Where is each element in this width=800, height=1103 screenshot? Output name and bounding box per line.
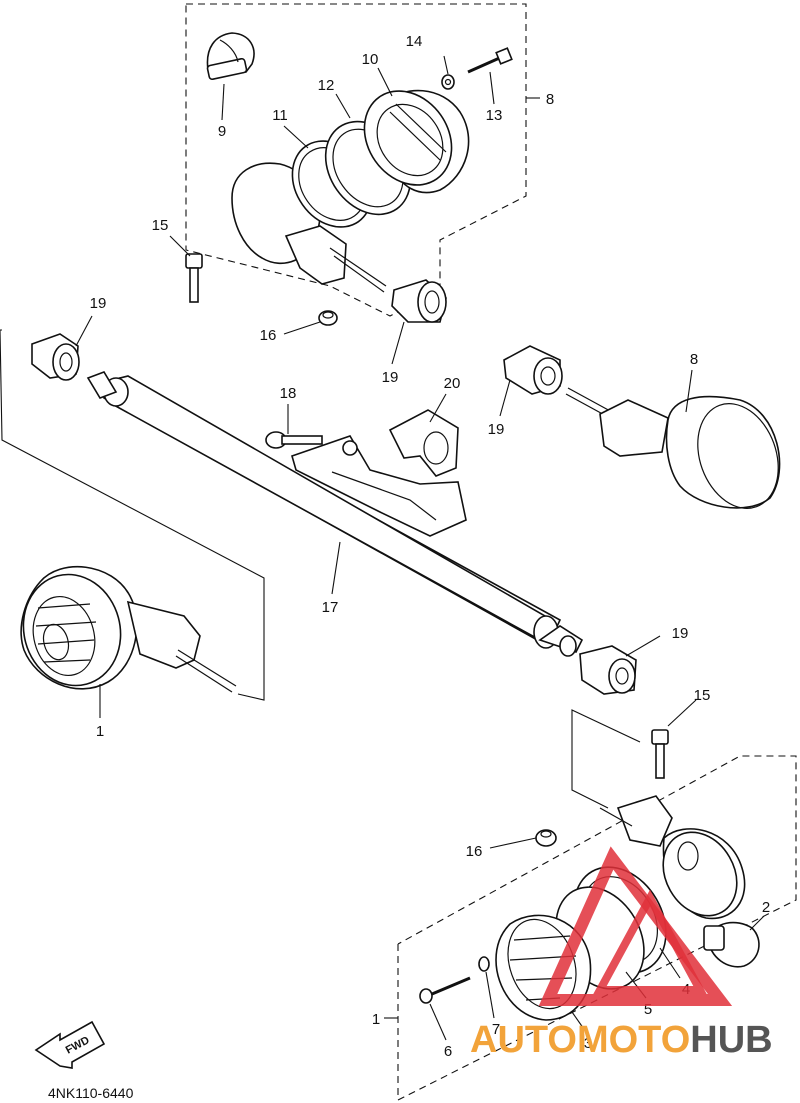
watermark-part-auto: AUTO <box>470 1019 577 1061</box>
callout-8-right: 8 <box>690 351 698 368</box>
callout-14: 14 <box>406 33 423 50</box>
stay-bar-17 <box>86 371 584 657</box>
callout-7: 7 <box>492 1021 500 1038</box>
callout-3: 3 <box>584 1035 592 1052</box>
bulb-9 <box>206 32 255 81</box>
callout-11: 11 <box>272 107 288 124</box>
screw-6 <box>419 976 471 1004</box>
signal-stem-top <box>284 225 387 293</box>
bolt-15-top <box>185 253 203 303</box>
signal-8-right <box>565 387 781 509</box>
damper-19-lower <box>579 645 637 695</box>
callout-16-lower: 16 <box>466 843 483 860</box>
callout-1-left: 1 <box>96 723 104 740</box>
signal-1-left <box>20 565 237 693</box>
diagram-code: 4NK110-6440 <box>48 1085 134 1101</box>
callout-19-lower: 19 <box>672 625 689 642</box>
callout-1-lower: 1 <box>372 1011 380 1028</box>
callout-16-top: 16 <box>260 327 277 344</box>
nut-16-lower <box>535 829 557 847</box>
bracket-20 <box>388 409 459 477</box>
nut-14 <box>441 74 455 90</box>
callout-17: 17 <box>322 599 339 616</box>
callout-12: 12 <box>318 77 335 94</box>
callout-19-right: 19 <box>488 421 505 438</box>
watermark-part-hub: HUB <box>690 1019 772 1061</box>
callout-9: 9 <box>218 123 226 140</box>
damper-19-top <box>391 279 447 323</box>
callout-15-top: 15 <box>152 217 169 234</box>
callout-8-top: 8 <box>546 91 554 108</box>
watermark-part-moto: MOTO <box>577 1019 690 1061</box>
bulb-2 <box>703 921 760 968</box>
callout-10: 10 <box>362 51 379 68</box>
bolt-15-lower <box>651 729 669 779</box>
washer-7 <box>478 956 490 972</box>
callout-2: 2 <box>762 899 770 916</box>
callout-20: 20 <box>444 375 461 392</box>
leader-box-left <box>0 329 265 701</box>
callout-19-top: 19 <box>382 369 399 386</box>
callout-5: 5 <box>644 1001 652 1018</box>
callout-13: 13 <box>486 107 503 124</box>
callout-6: 6 <box>444 1043 452 1060</box>
assembly-box-bottom <box>397 755 797 1101</box>
callout-18: 18 <box>280 385 297 402</box>
screw-13 <box>467 47 513 74</box>
callout-15-lower: 15 <box>694 687 711 704</box>
nut-16-top <box>318 310 338 326</box>
fwd-arrow-icon: FWD <box>34 1020 106 1069</box>
callout-19-left: 19 <box>90 295 107 312</box>
bolt-18 <box>265 431 358 456</box>
watermark-logo: AUTOMOTOHUB <box>470 846 773 1061</box>
watermark-text: AUTOMOTOHUB <box>470 1019 773 1061</box>
center-mount <box>291 435 467 537</box>
callouts: 9 14 10 12 11 13 8 15 16 19 19 18 20 8 1… <box>90 33 771 1060</box>
lens-parts-top <box>231 89 470 265</box>
damper-19-right <box>503 345 563 395</box>
leader-box-right <box>571 709 641 809</box>
damper-19-left <box>31 333 80 381</box>
